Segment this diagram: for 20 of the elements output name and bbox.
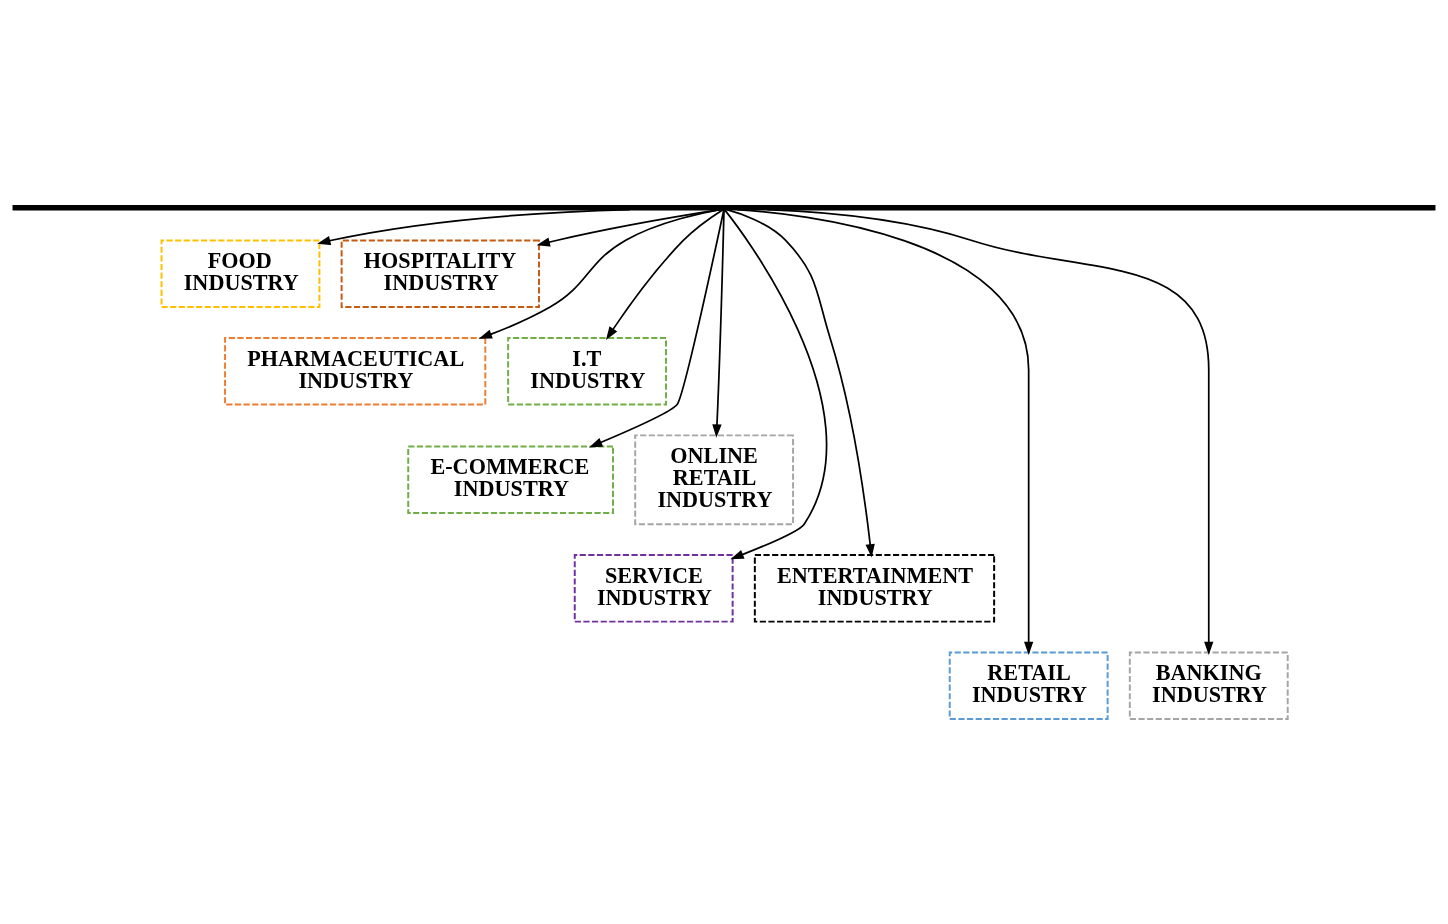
node-box: HOSPITALITY INDUSTRY: [340, 239, 540, 308]
node-box: E-COMMERCE INDUSTRY: [407, 444, 614, 514]
arrow: [736, 208, 1034, 655]
arrow: [317, 208, 631, 245]
node-box: PHARMACEUTICAL INDUSTRY: [224, 336, 487, 405]
node-box: FOOD INDUSTRY: [160, 239, 321, 308]
arrow: [725, 208, 875, 558]
node-box: RETAIL INDUSTRY: [948, 650, 1109, 720]
node-box: BANKING INDUSTRY: [1128, 650, 1289, 720]
node-box: ONLINE RETAIL INDUSTRY: [634, 433, 795, 525]
arrow: [478, 208, 721, 339]
node-bar: [12, 204, 1436, 211]
arrow: [766, 208, 1214, 655]
arrow: [588, 208, 725, 447]
node-box: ENTERTAINMENT INDUSTRY: [753, 553, 996, 623]
arrow: [723, 208, 827, 559]
arrow: [605, 208, 724, 340]
node-box: SERVICE INDUSTRY: [573, 553, 734, 623]
node-box: I.T INDUSTRY: [507, 336, 667, 405]
arrow: [712, 208, 725, 438]
